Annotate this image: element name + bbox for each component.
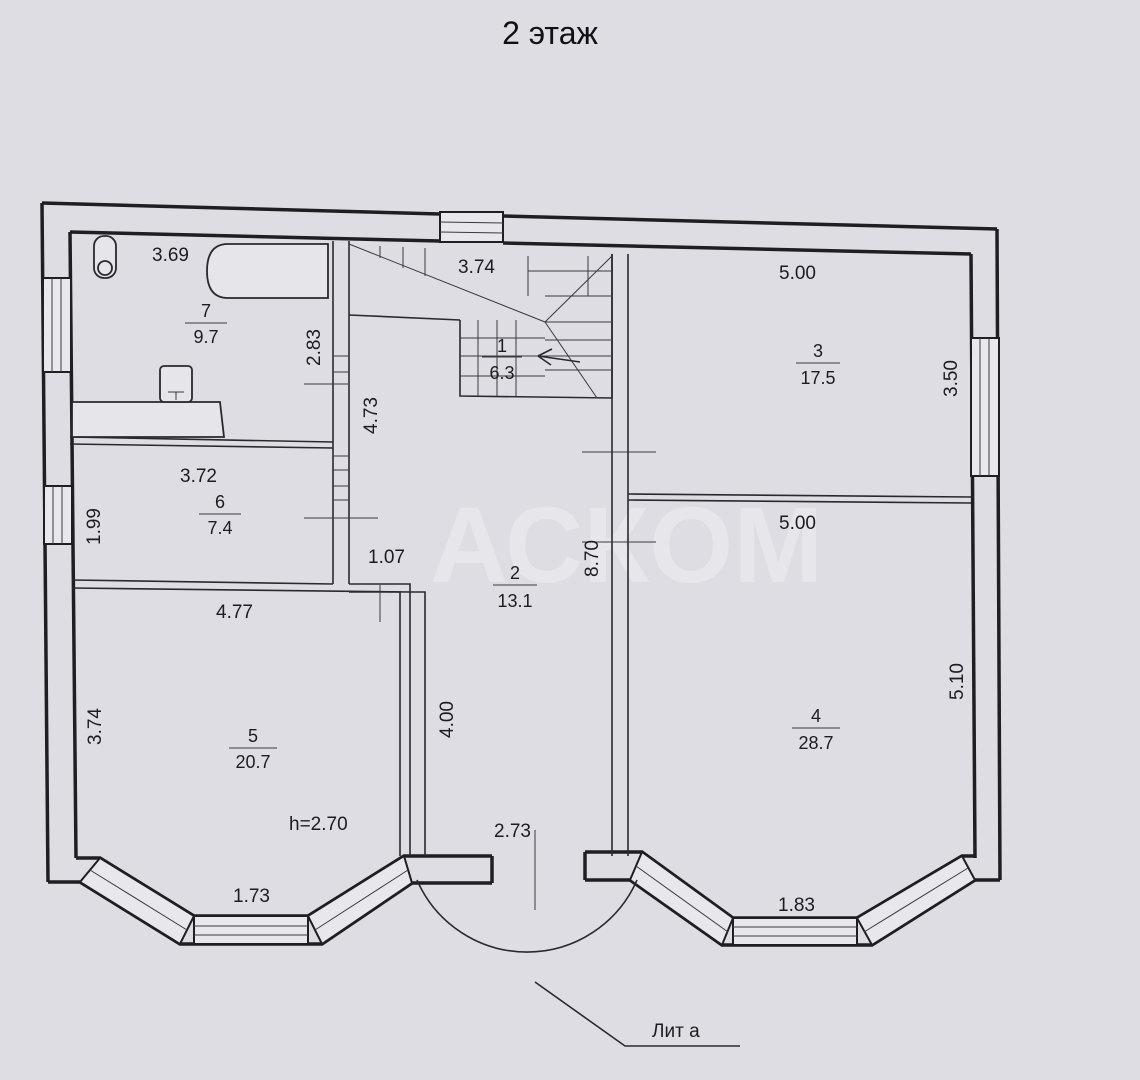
dimension-label: 1.73: [233, 886, 270, 907]
dimension-label: 4.73: [361, 397, 382, 434]
svg-text:5: 5: [248, 726, 258, 746]
dimension-label: 3.69: [152, 245, 189, 266]
dimension-label: 1.07: [368, 547, 405, 568]
room-labels: 7 9.7 1 6.3 3 17.5 6 7.4 2 13.1 5 20.7: [185, 301, 840, 772]
ceiling-height-label: h=2.70: [289, 814, 348, 835]
dimension-label: 4.00: [437, 701, 458, 738]
room-2-label: 2 13.1: [493, 563, 537, 611]
watermark-text: АСКОМ: [430, 484, 823, 605]
annex-label: Лит а: [652, 1021, 700, 1042]
plan-title: 2 этаж: [502, 15, 598, 51]
room-5-label: 5 20.7: [229, 726, 277, 772]
svg-text:20.7: 20.7: [235, 752, 270, 772]
dimension-label: 3.50: [941, 360, 962, 397]
svg-text:13.1: 13.1: [497, 591, 532, 611]
room-3-label: 3 17.5: [796, 341, 840, 388]
dimension-label: 8.70: [582, 540, 603, 577]
room-1-label: 1 6.3: [482, 336, 522, 383]
dimension-label: 3.74: [85, 708, 106, 745]
windows: [42, 211, 1000, 947]
dimension-label: 5.10: [947, 663, 968, 700]
dimension-label: 3.72: [180, 466, 217, 487]
room-6-label: 6 7.4: [199, 492, 241, 538]
dimension-label: 2.73: [494, 821, 531, 842]
svg-text:6: 6: [215, 492, 225, 512]
dimension-labels: 3.69 3.74 5.00 2.83 4.73 3.50 3.72 1.99 …: [84, 245, 968, 1042]
fixtures: [71, 235, 329, 438]
staircase: [348, 243, 613, 399]
svg-text:6.3: 6.3: [489, 363, 514, 383]
room-7-label: 7 9.7: [185, 301, 227, 347]
svg-text:28.7: 28.7: [798, 733, 833, 753]
svg-text:1: 1: [497, 336, 507, 356]
svg-text:9.7: 9.7: [193, 327, 218, 347]
svg-text:7: 7: [201, 301, 211, 321]
bathtub-icon: [206, 243, 329, 299]
room-4-label: 4 28.7: [792, 706, 840, 753]
dimension-label: 2.83: [304, 329, 325, 366]
svg-text:17.5: 17.5: [800, 368, 835, 388]
svg-text:3: 3: [813, 341, 823, 361]
svg-text:7.4: 7.4: [207, 518, 232, 538]
svg-text:4: 4: [811, 706, 821, 726]
entrance-porch: [416, 830, 740, 1047]
dimension-label: 4.77: [216, 602, 253, 623]
dimension-label: 5.00: [779, 263, 816, 284]
dimension-label: 5.00: [779, 513, 816, 534]
svg-text:2: 2: [510, 563, 520, 583]
sink-icon: [159, 365, 193, 403]
sink-counter-icon: [71, 401, 226, 438]
dimension-label: 3.74: [458, 257, 495, 278]
dimension-label: 1.83: [778, 895, 815, 916]
dimension-label: 1.99: [84, 508, 105, 545]
